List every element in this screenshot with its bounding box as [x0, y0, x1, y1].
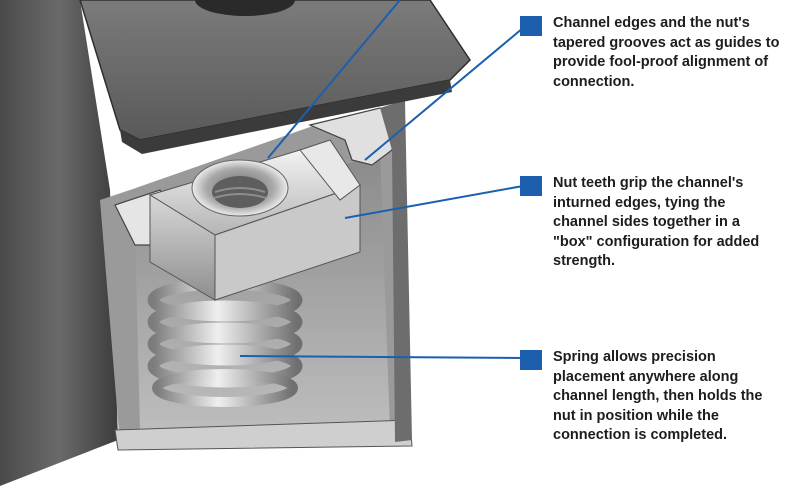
leader-lines [239, 0, 524, 359]
callout-spring-text: Spring allows precision placement anywhe… [553, 349, 763, 443]
callout-alignment-text: Channel edges and the nut's tapered groo… [553, 15, 780, 90]
leader-line-groove-top [267, 0, 401, 159]
channel-left-wall [0, 0, 118, 486]
channel-bottom-rim [114, 419, 413, 451]
leader-line-channel-edges [364, 27, 524, 161]
blue-square-marker [520, 16, 542, 36]
channel-nut [148, 139, 362, 301]
nut-tapered-groove [299, 139, 361, 201]
fitting-plate-edge [120, 80, 452, 154]
blue-square-marker [520, 176, 542, 196]
leader-line-nut-teeth [344, 185, 524, 219]
callout-nut-teeth-text: Nut teeth grip the channel's inturned ed… [553, 175, 760, 269]
spring [147, 278, 303, 407]
plate-bolt-hole [195, 0, 295, 16]
blue-square-marker [520, 350, 542, 370]
leader-line-spring [239, 355, 524, 359]
